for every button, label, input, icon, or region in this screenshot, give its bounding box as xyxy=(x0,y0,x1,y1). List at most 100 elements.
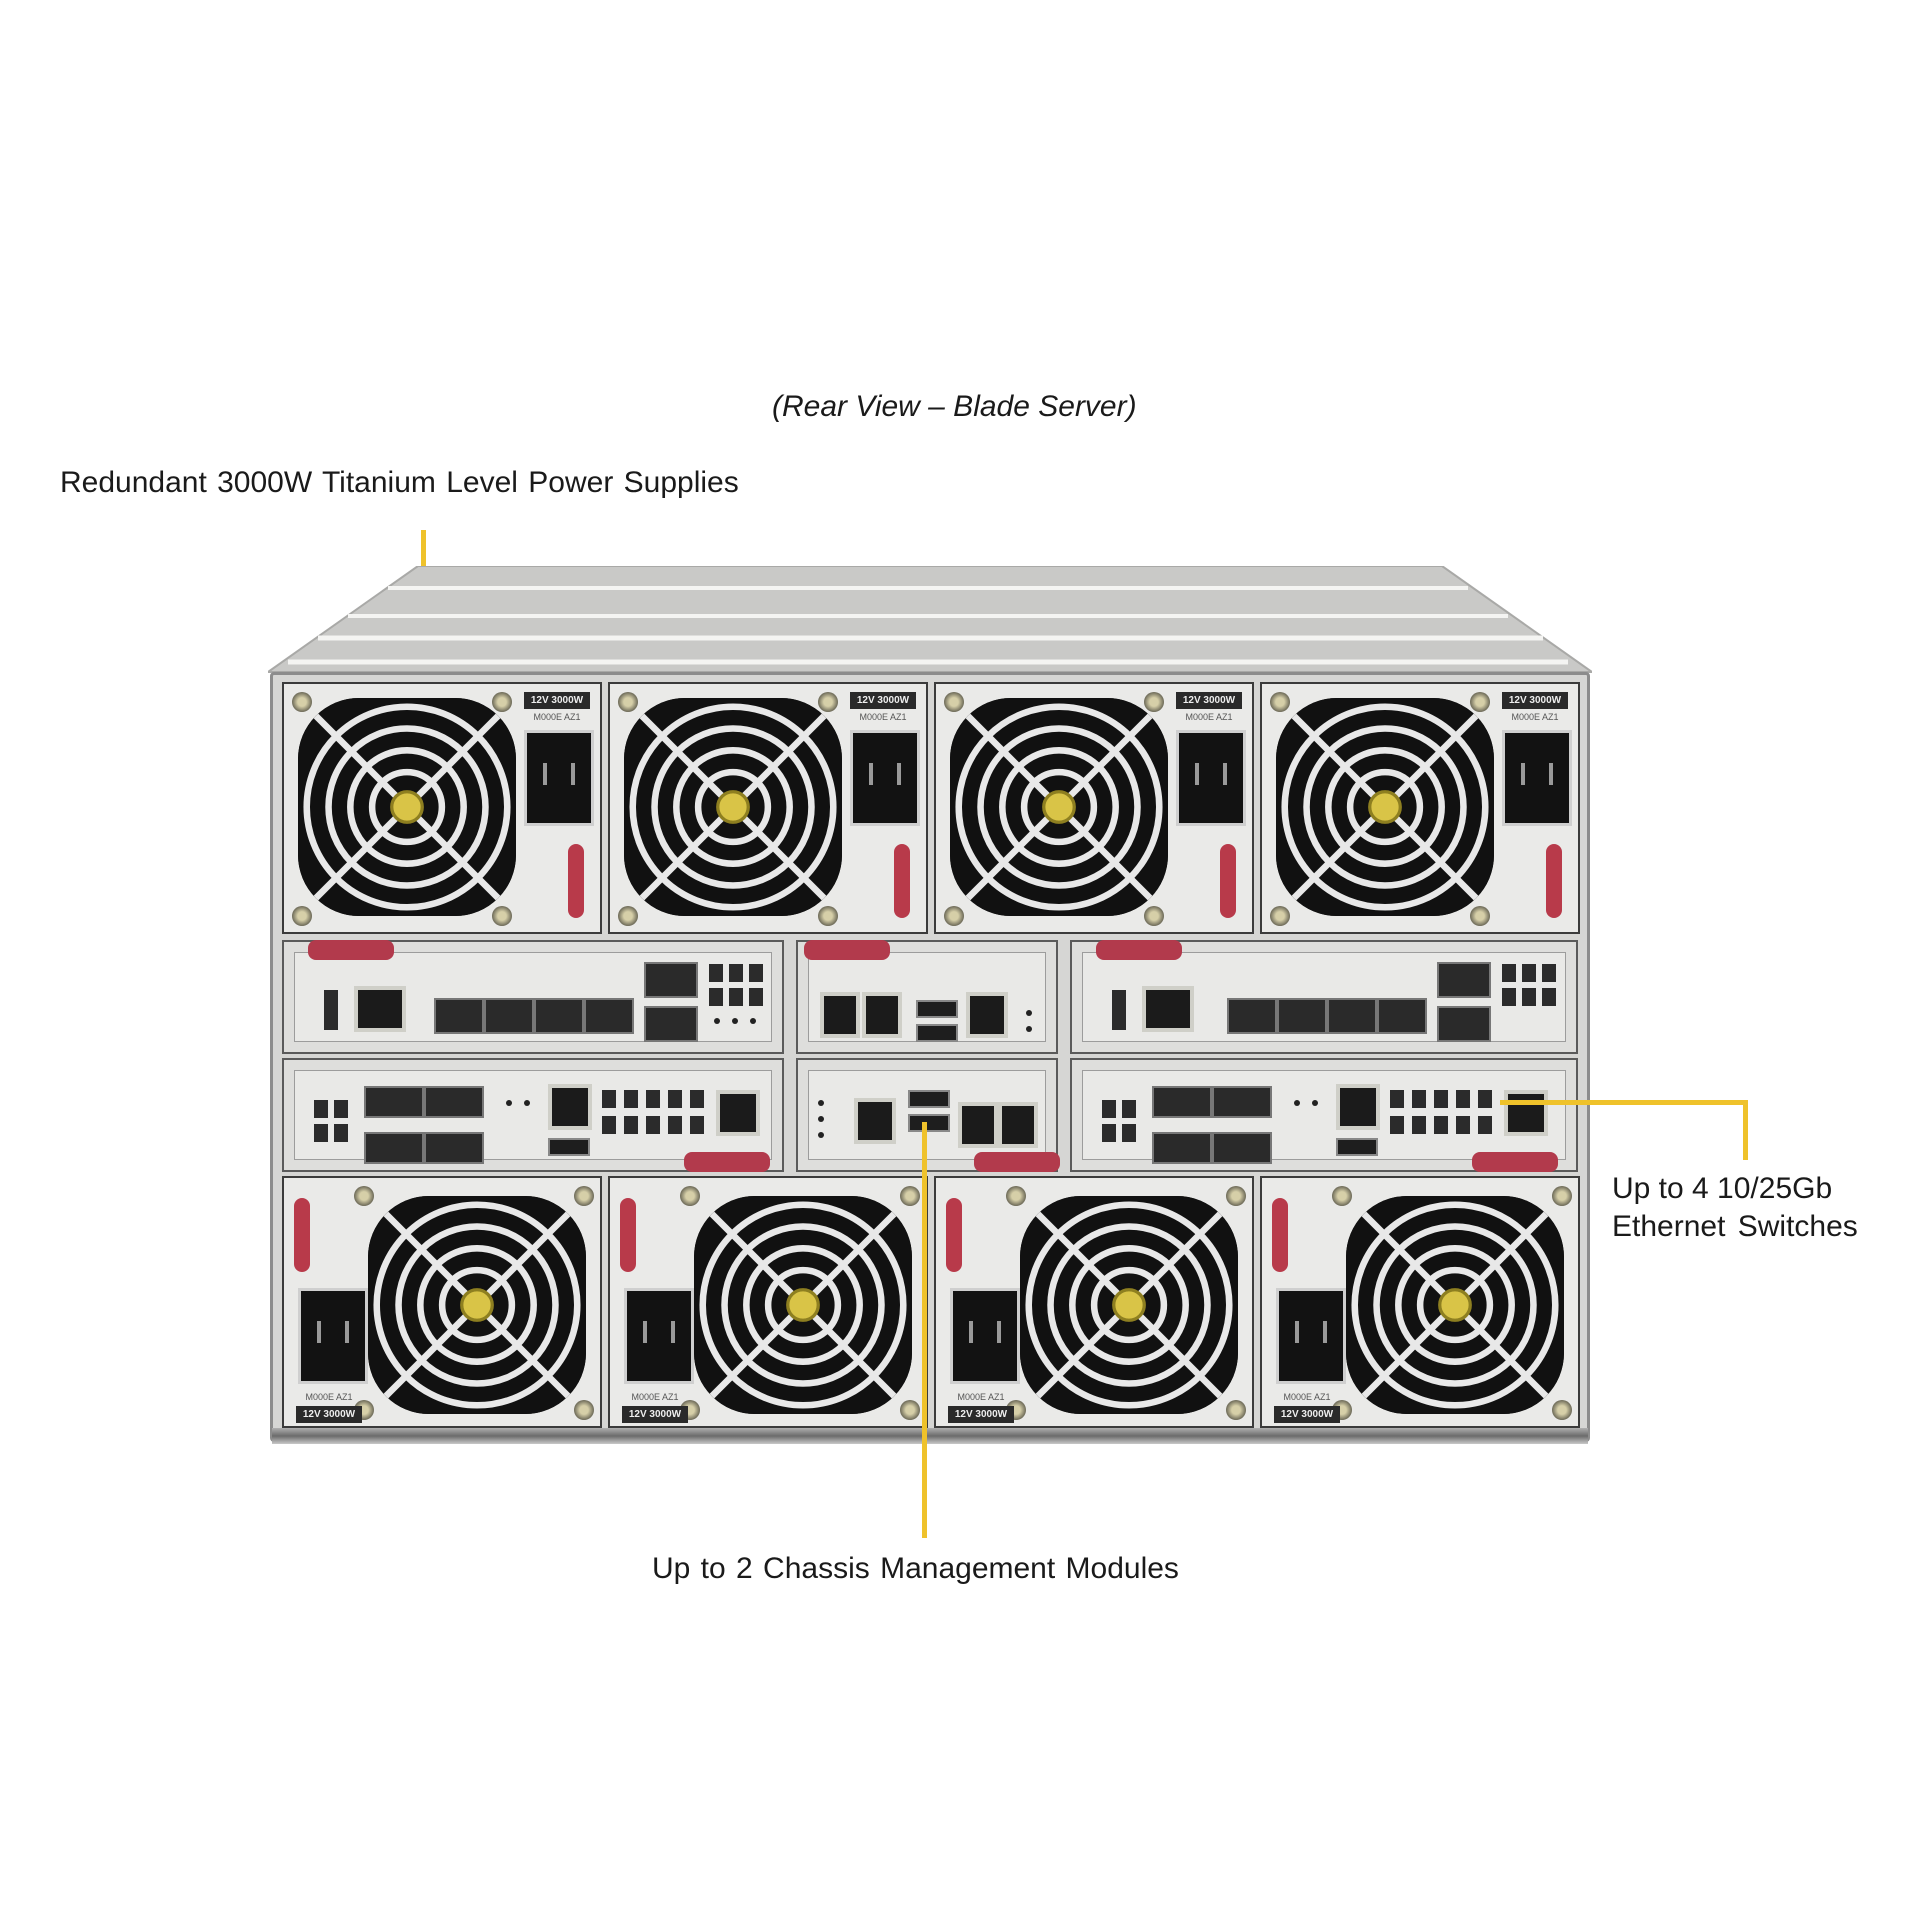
power-inlet-socket[interactable] xyxy=(1276,1288,1346,1384)
qsfp-port[interactable] xyxy=(424,1086,484,1118)
usb-port[interactable] xyxy=(1336,1138,1378,1156)
sfp-port[interactable] xyxy=(1327,998,1377,1034)
sfp-port[interactable] xyxy=(434,998,484,1034)
psu-release-handle[interactable] xyxy=(568,844,584,918)
rj45-port[interactable] xyxy=(820,992,860,1038)
qsfp-port[interactable] xyxy=(1437,1006,1491,1042)
chassis-management-module xyxy=(796,1058,1060,1172)
thumbscrew-icon[interactable] xyxy=(574,1186,594,1206)
qsfp-port[interactable] xyxy=(1212,1086,1272,1118)
rj45-port[interactable] xyxy=(854,1098,896,1144)
rj45-port[interactable] xyxy=(862,992,902,1038)
psu-release-handle[interactable] xyxy=(1546,844,1562,918)
thumbscrew-icon[interactable] xyxy=(1552,1400,1572,1420)
psu-release-handle[interactable] xyxy=(894,844,910,918)
thumbscrew-icon[interactable] xyxy=(818,692,838,712)
thumbscrew-icon[interactable] xyxy=(1006,1186,1026,1206)
psu-release-handle[interactable] xyxy=(620,1198,636,1272)
psu-release-handle[interactable] xyxy=(294,1198,310,1272)
thumbscrew-icon[interactable] xyxy=(900,1186,920,1206)
qsfp-port[interactable] xyxy=(644,1006,698,1042)
rj45-port[interactable] xyxy=(1142,986,1194,1032)
power-inlet-socket[interactable] xyxy=(624,1288,694,1384)
thumbscrew-icon[interactable] xyxy=(492,906,512,926)
fan-grille-icon xyxy=(624,698,842,916)
psu-release-handle[interactable] xyxy=(1220,844,1236,918)
module-release-handle[interactable] xyxy=(1472,1152,1558,1172)
thumbscrew-icon[interactable] xyxy=(818,906,838,926)
ethernet-switch-module xyxy=(282,1058,784,1172)
usb-port[interactable] xyxy=(908,1114,950,1132)
sfp-port[interactable] xyxy=(584,998,634,1034)
rj45-port[interactable] xyxy=(716,1090,760,1136)
qsfp-port[interactable] xyxy=(364,1132,424,1164)
psu-rating-label: 12V 3000W xyxy=(1274,1406,1340,1423)
psu-release-handle[interactable] xyxy=(1272,1198,1288,1272)
power-inlet-socket[interactable] xyxy=(950,1288,1020,1384)
thumbscrew-icon[interactable] xyxy=(1226,1400,1246,1420)
rj45-port[interactable] xyxy=(1336,1084,1380,1130)
thumbscrew-icon[interactable] xyxy=(1270,692,1290,712)
module-release-handle[interactable] xyxy=(1096,940,1182,960)
qsfp-port[interactable] xyxy=(1152,1132,1212,1164)
rj45-port[interactable] xyxy=(966,992,1008,1038)
usb-port[interactable] xyxy=(548,1138,590,1156)
thumbscrew-icon[interactable] xyxy=(1552,1186,1572,1206)
sfp-port[interactable] xyxy=(484,998,534,1034)
thumbscrew-icon[interactable] xyxy=(900,1400,920,1420)
power-inlet-socket[interactable] xyxy=(524,730,594,826)
thumbscrew-icon[interactable] xyxy=(944,692,964,712)
thumbscrew-icon[interactable] xyxy=(1144,906,1164,926)
qsfp-port[interactable] xyxy=(1212,1132,1272,1164)
qsfp-port[interactable] xyxy=(364,1086,424,1118)
power-inlet-socket[interactable] xyxy=(1176,730,1246,826)
fan-grille-icon xyxy=(1346,1196,1564,1414)
module-release-handle[interactable] xyxy=(684,1152,770,1172)
rj45-port[interactable] xyxy=(354,986,406,1032)
power-inlet-socket[interactable] xyxy=(1502,730,1572,826)
sfp-port[interactable] xyxy=(1377,998,1427,1034)
sfp-port[interactable] xyxy=(534,998,584,1034)
thumbscrew-icon[interactable] xyxy=(944,906,964,926)
sfp-port[interactable] xyxy=(1277,998,1327,1034)
psu-rating-label: 12V 3000W xyxy=(622,1406,688,1423)
thumbscrew-icon[interactable] xyxy=(292,692,312,712)
sfp-port[interactable] xyxy=(1227,998,1277,1034)
thumbscrew-icon[interactable] xyxy=(292,906,312,926)
qsfp-port[interactable] xyxy=(1152,1086,1212,1118)
callout-label-cmm: Up to 2 Chassis Management Modules xyxy=(652,1552,1179,1585)
thumbscrew-icon[interactable] xyxy=(680,1186,700,1206)
qsfp-port[interactable] xyxy=(1437,962,1491,998)
thumbscrew-icon[interactable] xyxy=(1226,1186,1246,1206)
rj45-port[interactable] xyxy=(958,1102,998,1148)
usb-port[interactable] xyxy=(908,1090,950,1108)
thumbscrew-icon[interactable] xyxy=(574,1400,594,1420)
rj45-port[interactable] xyxy=(548,1084,592,1130)
thumbscrew-icon[interactable] xyxy=(354,1186,374,1206)
usb-port[interactable] xyxy=(916,1024,958,1042)
usb-port[interactable] xyxy=(916,1000,958,1018)
module-release-handle[interactable] xyxy=(804,940,890,960)
psu-model-label: M000E AZ1 xyxy=(305,1392,353,1402)
psu-release-handle[interactable] xyxy=(946,1198,962,1272)
chassis-lid xyxy=(268,566,1592,673)
power-inlet-socket[interactable] xyxy=(850,730,920,826)
thumbscrew-icon[interactable] xyxy=(1470,692,1490,712)
thumbscrew-icon[interactable] xyxy=(618,692,638,712)
qsfp-port[interactable] xyxy=(424,1132,484,1164)
power-inlet-socket[interactable] xyxy=(298,1288,368,1384)
module-release-handle[interactable] xyxy=(974,1152,1060,1172)
thumbscrew-icon[interactable] xyxy=(1270,906,1290,926)
thumbscrew-icon[interactable] xyxy=(1470,906,1490,926)
rj45-port[interactable] xyxy=(998,1102,1038,1148)
rj45-port[interactable] xyxy=(1504,1090,1548,1136)
thumbscrew-icon[interactable] xyxy=(492,692,512,712)
figure-title: (Rear View – Blade Server) xyxy=(772,390,1137,423)
thumbscrew-icon[interactable] xyxy=(1332,1186,1352,1206)
thumbscrew-icon[interactable] xyxy=(1144,692,1164,712)
qsfp-port[interactable] xyxy=(644,962,698,998)
thumbscrew-icon[interactable] xyxy=(618,906,638,926)
module-release-handle[interactable] xyxy=(308,940,394,960)
